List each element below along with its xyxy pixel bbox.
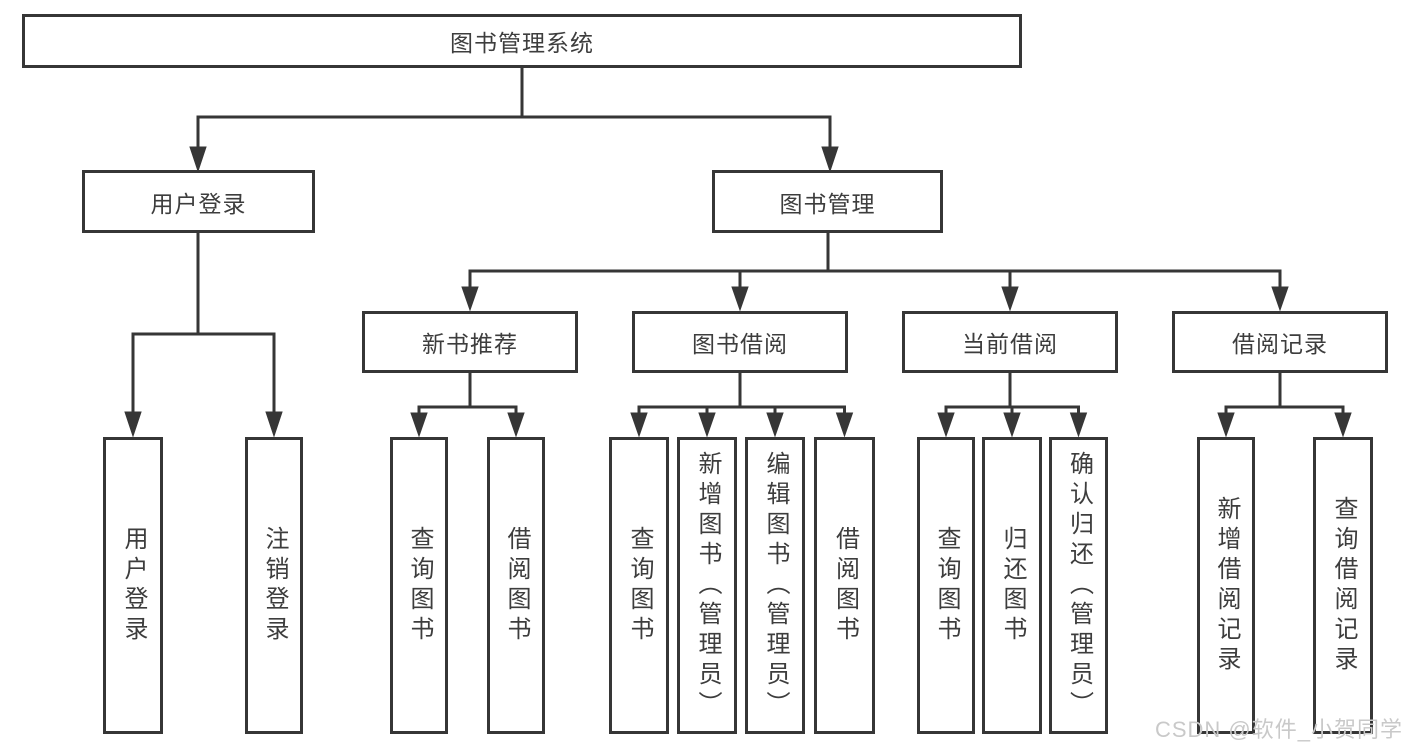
leaf-borrow-borrow-books: 借阅图书 [814, 437, 875, 734]
leaf-records-query-record: 查询借阅记录 [1313, 437, 1373, 734]
node-new-book-recommend: 新书推荐 [362, 311, 578, 373]
leaf-borrow-query-books: 查询图书 [609, 437, 669, 734]
leaf-newbook-query-books: 查询图书 [390, 437, 448, 734]
leaf-borrow-add-books-admin: 新增图书（管理员） [677, 437, 737, 734]
leaf-newbook-borrow-books: 借阅图书 [487, 437, 545, 734]
leaf-current-return-books: 归还图书 [982, 437, 1042, 734]
node-user-login: 用户登录 [82, 170, 315, 233]
node-current-borrow: 当前借阅 [902, 311, 1118, 373]
leaf-logout: 注销登录 [245, 437, 303, 734]
node-root: 图书管理系统 [22, 14, 1022, 68]
node-book-management: 图书管理 [712, 170, 943, 233]
leaf-current-confirm-return-admin: 确认归还（管理员） [1049, 437, 1108, 734]
leaf-borrow-edit-books-admin: 编辑图书（管理员） [745, 437, 805, 734]
leaf-records-add-record: 新增借阅记录 [1197, 437, 1255, 734]
csdn-watermark: CSDN @软件_小贺同学 [1154, 717, 1403, 742]
node-borrow-records: 借阅记录 [1172, 311, 1388, 373]
leaf-user-login: 用户登录 [103, 437, 163, 734]
leaf-current-query-books: 查询图书 [917, 437, 975, 734]
node-book-borrow: 图书借阅 [632, 311, 848, 373]
